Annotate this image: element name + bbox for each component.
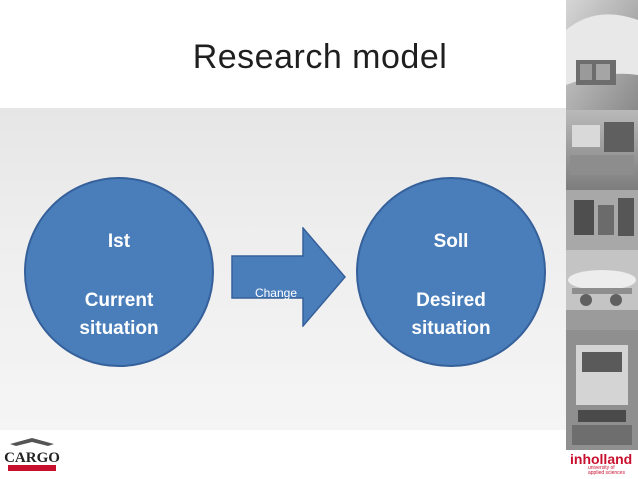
soll-circle: Soll Desired situation — [356, 177, 546, 367]
cargo-logo-text: CARGO — [4, 450, 60, 466]
inholland-logo-subtext: university of applied sciences — [588, 466, 625, 476]
inholland-logo-text: inholland — [570, 451, 633, 467]
change-label: Change — [254, 286, 298, 300]
inholland-sub-2: applied sciences — [588, 470, 625, 476]
change-arrow — [231, 227, 346, 327]
photo-strip-image — [566, 0, 638, 450]
slide-title: Research model — [192, 38, 448, 76]
desired-label: Desired — [416, 290, 486, 311]
current-label: Current — [84, 290, 154, 311]
cargo-handling-logo: CARGO — [4, 438, 60, 471]
ist-circle: Ist Current situation — [24, 177, 214, 367]
ist-label: Ist — [107, 231, 131, 252]
situation-label-right: situation — [411, 318, 491, 339]
inholland-sub-1: university of — [588, 465, 615, 471]
arrow-shape — [231, 227, 346, 327]
soll-label: Soll — [433, 231, 469, 252]
situation-label-left: situation — [79, 318, 159, 339]
